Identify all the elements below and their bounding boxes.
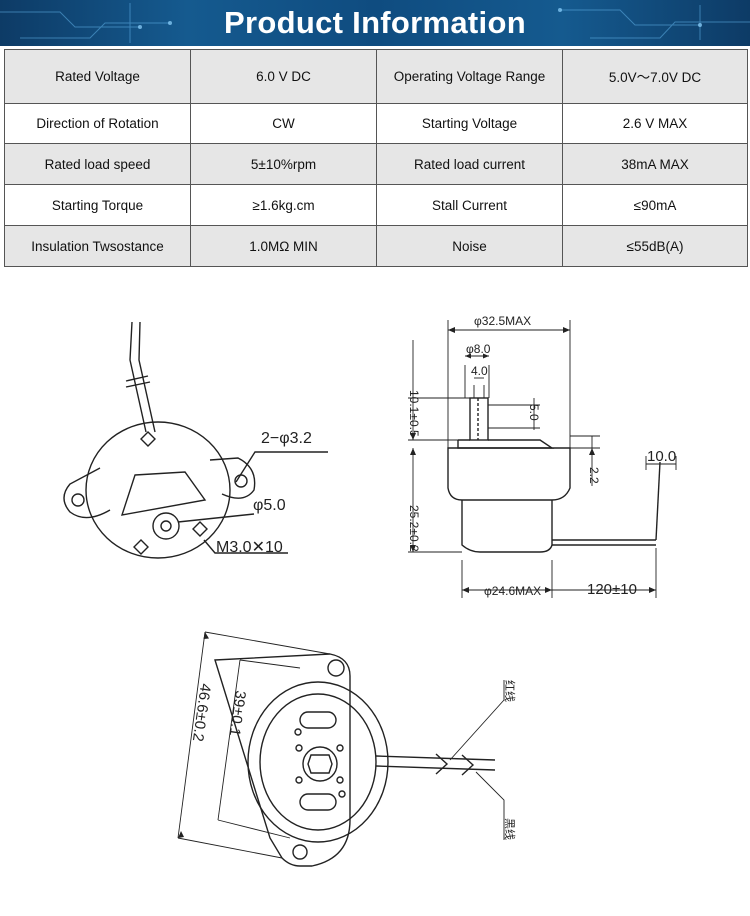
circuit-pattern-decoration — [0, 3, 750, 43]
spec-label: Direction of Rotation — [4, 102, 191, 145]
spec-label: Rated Voltage — [4, 49, 191, 104]
spec-value: 5.0V～7.0V DC — [562, 49, 748, 104]
spec-value: 5±10%rpm — [190, 143, 377, 186]
spec-value: ≤55dB(A) — [562, 225, 748, 267]
body-max-label: φ32.5MAX — [474, 314, 531, 328]
spec-label: Starting Voltage — [376, 102, 563, 145]
key-length-label: 5.0 — [527, 404, 541, 421]
lead-length-label: 120±10 — [587, 581, 637, 598]
bottom-view — [177, 631, 505, 867]
lead-end-label: 10.0 — [647, 448, 676, 465]
spec-label: Stall Current — [376, 184, 563, 227]
spec-label: Starting Torque — [4, 184, 191, 227]
red-wire-label: 红线 — [503, 680, 517, 702]
spec-value: 1.0MΩ MIN — [190, 225, 377, 267]
isometric-view — [63, 321, 328, 559]
page-title: Product Information — [224, 5, 526, 40]
spec-row: Starting Torque ≥1.6kg.cm Stall Current … — [4, 184, 748, 227]
mount-span-label: 46.6±0.2 — [189, 682, 214, 742]
technical-drawing: 2−φ3.2 φ5.0 M3.0✕10 φ32.5MAX φ8.0 4.0 φ2… — [63, 314, 677, 867]
holes-label: 2−φ3.2 — [261, 430, 312, 447]
spec-value: 2.6 V MAX — [562, 102, 748, 145]
body-height-label: 25.2±0.2 — [407, 505, 421, 552]
spec-value: CW — [190, 102, 377, 145]
spec-label: Rated load current — [376, 143, 563, 186]
shaft-dia-label: φ5.0 — [253, 497, 286, 514]
shaft-flat-label: φ8.0 — [466, 342, 491, 356]
spec-row: Rated Voltage 6.0 V DC Operating Voltage… — [4, 49, 748, 104]
black-wire-label: 黑线 — [503, 818, 517, 840]
base-max-label: φ24.6MAX — [484, 584, 541, 598]
spec-value: 6.0 V DC — [190, 49, 377, 104]
hole-span-label: 39±0.1 — [226, 689, 249, 737]
spec-table: Rated Voltage 6.0 V DC Operating Voltage… — [4, 49, 748, 267]
side-view — [408, 320, 677, 598]
flange-label: 2.2 — [587, 467, 601, 484]
spec-label: Insulation Twsostance — [4, 225, 191, 267]
spec-label: Noise — [376, 225, 563, 267]
shaft-height-label: 10.1±0.5 — [407, 390, 421, 437]
spec-label: Rated load speed — [4, 143, 191, 186]
spec-value: 38mA MAX — [562, 143, 748, 186]
shaft-width-label: 4.0 — [471, 364, 488, 378]
spec-value: ≥1.6kg.cm — [190, 184, 377, 227]
spec-row: Insulation Twsostance 1.0MΩ MIN Noise ≤5… — [4, 225, 748, 267]
spec-value: ≤90mA — [562, 184, 748, 227]
spec-row: Rated load speed 5±10%rpm Rated load cur… — [4, 143, 748, 186]
spec-label: Operating Voltage Range — [376, 49, 563, 104]
screw-label: M3.0✕10 — [216, 539, 283, 556]
spec-row: Direction of Rotation CW Starting Voltag… — [4, 102, 748, 145]
header-banner: Product Information — [0, 0, 750, 46]
